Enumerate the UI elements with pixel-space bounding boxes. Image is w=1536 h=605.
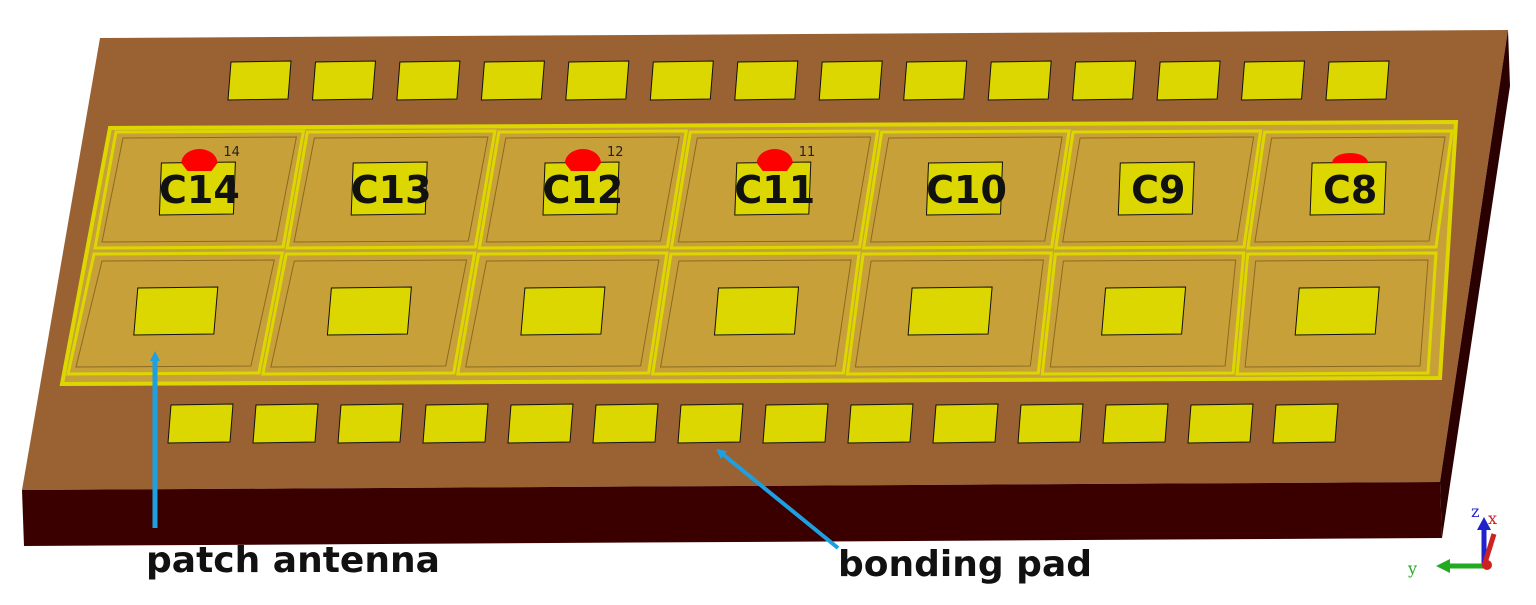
bonding-pad (1017, 403, 1084, 444)
bonding-pad (592, 403, 659, 444)
patch-antenna-label: patch antenna (146, 540, 440, 581)
bottom-cell (1235, 251, 1438, 376)
bonding-pad (507, 403, 574, 444)
top-cell: C11 11 (669, 129, 880, 250)
port-number: 14 (223, 145, 240, 160)
port-marker (181, 149, 218, 171)
bonding-pad (337, 403, 404, 444)
bottom-cell (66, 251, 285, 376)
bonding-pad (847, 403, 914, 444)
z-axis-arrowhead (1477, 517, 1491, 530)
port-number: 12 (607, 145, 624, 160)
top-cell-inner-ring (1062, 136, 1255, 243)
bonding-pad (762, 403, 829, 444)
bonding-pad (252, 403, 319, 444)
cell-label: C9 (1131, 168, 1185, 212)
bottom-patch-antenna (520, 286, 606, 336)
bottom-bonding-pad-row (167, 403, 1339, 444)
bonding-pad (649, 60, 714, 101)
top-cell: C9 (1053, 129, 1263, 250)
cell-label: C11 (734, 168, 815, 212)
bonding-pad (1240, 60, 1306, 101)
bonding-pad (734, 60, 799, 101)
top-cell-inner-ring (101, 136, 298, 243)
y-axis-label: y (1407, 559, 1417, 578)
bottom-cell (455, 251, 669, 376)
bottom-cell-inner-ring (465, 259, 660, 368)
top-bonding-pad-row (227, 60, 1390, 101)
top-cell-inner-ring (485, 136, 680, 243)
bonding-pad (311, 60, 377, 101)
axis-triad: z x y (1407, 502, 1497, 578)
top-cell-inner-ring (677, 136, 872, 243)
port-marker (1332, 153, 1369, 163)
bottom-cell-inner-ring (660, 259, 852, 368)
substrate-side-face (1440, 30, 1510, 538)
bottom-patch-antenna (1294, 286, 1380, 336)
port-marker (756, 149, 793, 171)
bottom-cell (261, 251, 477, 376)
bonding-pad-label: bonding pad (838, 544, 1092, 585)
top-cell: C13 (285, 129, 497, 250)
port-number: 11 (799, 145, 816, 160)
bonding-pad (677, 403, 744, 444)
top-patch-antenna (925, 161, 1004, 216)
cell-label: C12 (543, 168, 624, 212)
bonding-pad-arrow (716, 448, 840, 550)
axis-origin (1482, 560, 1492, 570)
bonding-pad (987, 60, 1052, 101)
bonding-pad (480, 60, 545, 101)
x-axis-label: x (1488, 509, 1497, 528)
top-cell: C8 (1246, 129, 1454, 250)
z-axis-label: z (1471, 502, 1479, 521)
port-marker (564, 149, 601, 171)
bonding-pad (422, 403, 489, 444)
top-patch-antenna (350, 161, 428, 216)
bottom-cell-inner-ring (854, 259, 1044, 368)
bonding-pad (565, 60, 630, 101)
bottom-patch-antenna (1101, 286, 1187, 336)
bottom-cell-inner-ring (75, 259, 275, 368)
bottom-cell-inner-ring (1244, 259, 1429, 368)
cell-label: C10 (926, 168, 1007, 212)
bottom-cell-row (66, 251, 1438, 376)
substrate-front-face (22, 482, 1442, 546)
cell-label: C14 (159, 168, 240, 212)
bonding-pad (1187, 403, 1254, 444)
bottom-cell (845, 251, 1054, 376)
bottom-patch-antenna (326, 286, 412, 336)
top-cell-inner-ring (1254, 136, 1446, 243)
y-axis-arrowhead (1436, 559, 1450, 573)
bottom-cell-inner-ring (1049, 259, 1237, 368)
bonding-pad (1072, 60, 1137, 101)
top-cell: C12 12 (477, 129, 689, 250)
bonding-pad (1102, 403, 1169, 444)
bottom-cell-inner-ring (270, 259, 468, 368)
top-patch-antenna (1117, 161, 1195, 216)
bonding-pad (932, 403, 999, 444)
top-cell: C14 14 (93, 129, 306, 250)
bonding-pad (903, 60, 968, 101)
bottom-patch-antenna (133, 286, 219, 336)
bonding-pad (167, 403, 234, 444)
top-cell-inner-ring (293, 136, 489, 243)
bonding-pad (227, 60, 292, 101)
top-cell: C10 (861, 129, 1071, 250)
cell-label: C8 (1323, 168, 1377, 212)
bonding-pad (396, 60, 461, 101)
bottom-patch-antenna (713, 286, 800, 336)
bonding-pad (818, 60, 883, 101)
top-cell-inner-ring (870, 136, 1063, 243)
bottom-cell (1040, 251, 1246, 376)
bonding-pad (1156, 60, 1221, 101)
bonding-pad (1325, 60, 1390, 101)
cell-label: C13 (351, 168, 432, 212)
bottom-cell (650, 251, 861, 376)
bottom-patch-antenna (907, 286, 993, 336)
bonding-pad (1272, 403, 1339, 444)
